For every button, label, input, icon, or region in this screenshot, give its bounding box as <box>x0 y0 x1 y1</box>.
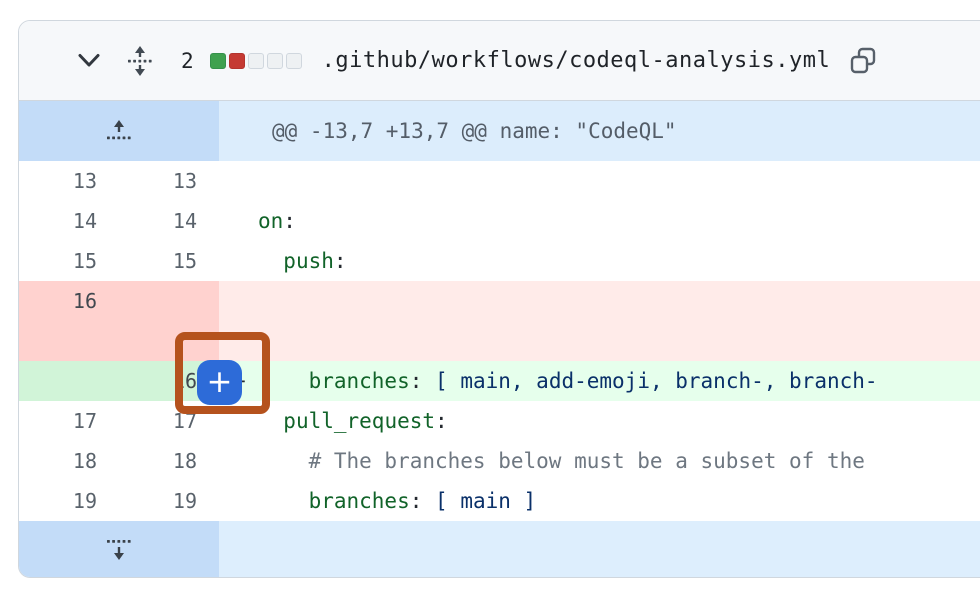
expand-up-icon <box>107 120 131 140</box>
expand-row-fill <box>219 521 980 577</box>
expand-down-button[interactable] <box>19 521 219 577</box>
old-line-number: 19 <box>72 489 97 513</box>
new-line-number: 15 <box>172 249 197 273</box>
diff-line-removed: 16 - branches: [ main, add-emoji, add-re… <box>19 281 980 361</box>
expand-up-button[interactable] <box>19 101 219 161</box>
diff-file-card: 2 .github/workflows/codeql-analysis.yml <box>18 20 980 578</box>
diff-line-context: 13 13 <box>19 161 980 201</box>
diff-line-context: 15 15 push: <box>19 241 980 281</box>
diffstat-neutral-square <box>266 52 283 69</box>
new-line-number: 19 <box>172 489 197 513</box>
old-line-number: 15 <box>72 249 97 273</box>
diff-line-added: 16 + branches: [ main, add-emoji, branch… <box>19 361 980 401</box>
changed-lines-count: 2 <box>181 48 194 73</box>
diffstat-neutral-square <box>285 52 302 69</box>
code-line <box>219 161 980 201</box>
diffstat-neutral-square <box>247 52 264 69</box>
code-line: on: <box>258 209 296 233</box>
diff-line-context: 19 19 branches: [ main ] <box>19 481 980 521</box>
code-line: pull_request: <box>283 409 448 433</box>
expand-all-lines-icon[interactable] <box>127 45 153 77</box>
diffstat-deleted-square <box>228 52 245 69</box>
old-line-number: 18 <box>72 449 97 473</box>
diffstat-added-square <box>209 52 226 69</box>
diff-line-context: 14 14 on: <box>19 201 980 241</box>
expand-down-icon <box>107 540 131 560</box>
old-line-number: 13 <box>72 169 97 193</box>
file-header: 2 .github/workflows/codeql-analysis.yml <box>19 21 980 101</box>
code-line: - branches: [ main, add-emoji, add-read-… <box>219 281 980 361</box>
diffstat-squares <box>209 52 302 69</box>
file-path-link[interactable]: .github/workflows/codeql-analysis.yml <box>321 48 831 73</box>
add-line-comment-button[interactable]: + <box>197 360 242 405</box>
old-line-number: 14 <box>72 209 97 233</box>
code-line: # The branches below must be a subset of… <box>258 449 865 473</box>
hunk-header-row: @@ -13,7 +13,7 @@ name: "CodeQL" <box>19 101 980 161</box>
collapse-file-chevron-down-icon[interactable] <box>77 52 101 69</box>
old-line-number: 17 <box>72 409 97 433</box>
code-line: + branches: [ main, add-emoji, branch-, … <box>219 361 980 401</box>
old-line-number: 16 <box>19 281 119 361</box>
new-line-number: 18 <box>172 449 197 473</box>
new-line-number: 17 <box>172 409 197 433</box>
code-line: branches: [ main ] <box>308 489 537 513</box>
expand-down-row <box>19 521 980 577</box>
diff-line-context: 18 18 # The branches below must be a sub… <box>19 441 980 481</box>
new-line-number: 14 <box>172 209 197 233</box>
new-line-number <box>119 281 219 361</box>
copy-file-path-icon[interactable] <box>848 46 878 76</box>
old-line-number <box>19 361 119 401</box>
hunk-header-text: @@ -13,7 +13,7 @@ name: "CodeQL" <box>219 101 980 161</box>
code-line: push: <box>283 249 347 273</box>
diff-line-context: 17 17 pull_request: <box>19 401 980 441</box>
new-line-number: 13 <box>172 169 197 193</box>
